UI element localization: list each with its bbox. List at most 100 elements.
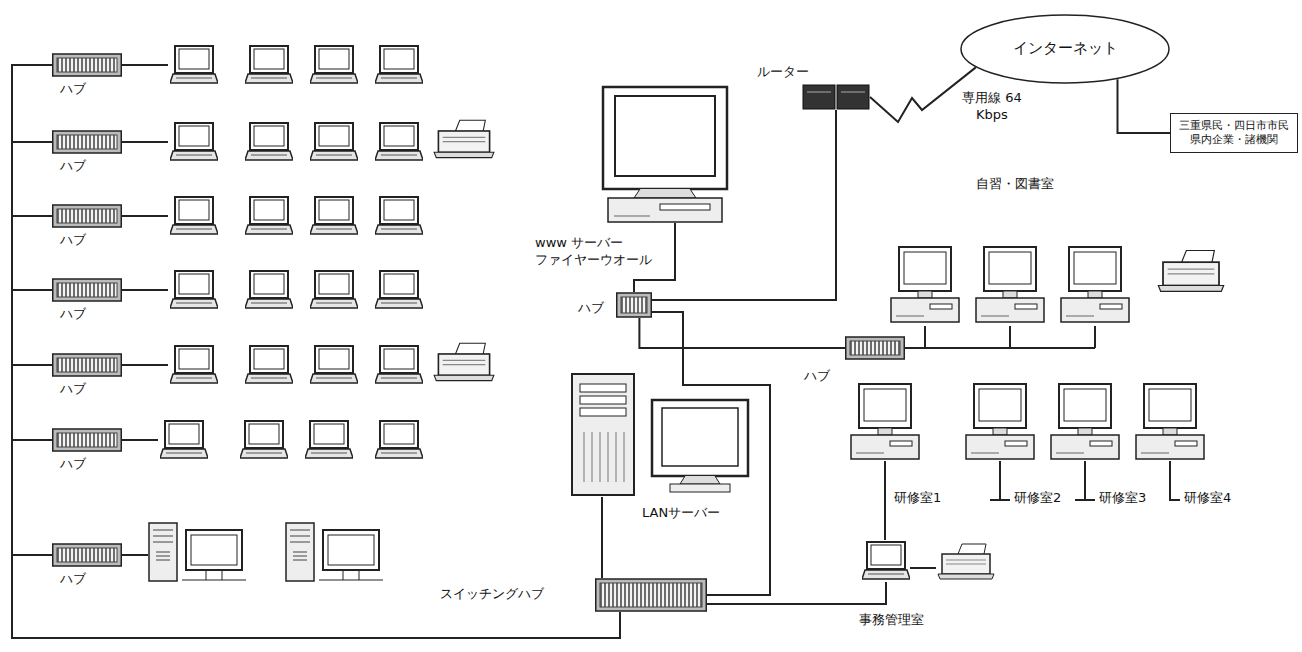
switch-node: スイッチングハブ [440, 578, 710, 618]
laptop [375, 346, 423, 383]
network-cable [601, 497, 603, 578]
network-cable [639, 318, 845, 348]
node-label: ハブ [60, 456, 86, 473]
room-label: 事務管理室 [858, 612, 925, 629]
laptop [170, 271, 218, 308]
network-cable [12, 142, 620, 638]
hub-device [52, 278, 122, 302]
desktop-computer [1061, 247, 1129, 322]
node-label: ハブ [60, 232, 86, 249]
desktop-computer [966, 384, 1034, 459]
network-cable [652, 312, 770, 595]
www-server-monitor [600, 85, 730, 223]
laptop [160, 421, 208, 458]
hub-laptop-wires [122, 65, 168, 555]
node-label: www サーバー ファイヤーウオール [535, 235, 660, 269]
room-label: 自習・図書室 [975, 176, 1055, 193]
hub-node: ハブ [52, 353, 127, 400]
node-label: LANサーバー [642, 505, 720, 522]
desktop-computer [976, 247, 1044, 322]
laptop [375, 46, 423, 83]
switching-hub-device [595, 578, 707, 612]
laptop [245, 346, 293, 383]
network-cable [12, 365, 620, 638]
laptop-rows [149, 46, 494, 581]
laptop [170, 123, 218, 160]
laptop [375, 271, 423, 308]
desktop-tower [149, 523, 246, 581]
hub-device [52, 204, 122, 228]
study-room-wires [905, 326, 1095, 348]
laptop [170, 46, 218, 83]
lan-node: LANサーバー [570, 372, 755, 530]
laptop [375, 123, 423, 160]
hub-device [845, 336, 905, 360]
laptop [170, 197, 218, 234]
laptop [245, 271, 293, 308]
laptop [245, 197, 293, 234]
hub-node: ハブ [52, 53, 127, 100]
laptop [375, 197, 423, 234]
laptop [245, 123, 293, 160]
network-cable [12, 290, 620, 638]
laptop [375, 421, 423, 458]
node-label: ハブ [60, 571, 86, 588]
hub-device [616, 292, 652, 318]
network-cable [12, 216, 620, 638]
laptop [310, 271, 358, 308]
monitor-node: www サーバー ファイヤーウオール [535, 85, 735, 285]
hub-node: ハブ [52, 428, 127, 475]
network-cable [1118, 79, 1171, 133]
room-label: 研修室4 [1183, 490, 1232, 507]
desktop-computer [1051, 384, 1119, 459]
study-room-computers [891, 247, 1224, 322]
room-label: 研修室1 [893, 490, 942, 507]
node-label: ハブ [60, 158, 86, 175]
laptop [310, 346, 358, 383]
laptop [240, 421, 288, 458]
node-label: ハブ [60, 381, 86, 398]
desktop-tower [286, 523, 383, 581]
node-label: 三重県民・四日市市民 県内企業・諸機関 [1176, 119, 1292, 148]
laptop [245, 46, 293, 83]
hub-device [52, 130, 122, 154]
hub-node: ハブ [52, 278, 127, 325]
hub-node: ハブ [52, 130, 127, 177]
training-room-wires [707, 461, 1180, 604]
node-label: ルーター [757, 64, 809, 81]
hub-device [52, 543, 122, 567]
hub-node: ハブ [578, 292, 654, 320]
room-label: 研修室2 [1013, 490, 1062, 507]
line-label: 専用線 64 Kbps [952, 90, 1032, 124]
network-cable [12, 440, 620, 638]
hub-node: ハブ [52, 543, 127, 590]
laptop [170, 346, 218, 383]
laptop [310, 123, 358, 160]
training-room-computers [851, 384, 1204, 579]
desktop-computer [851, 384, 919, 459]
laptop [310, 46, 358, 83]
room-label: 研修室3 [1098, 490, 1147, 507]
laptop [305, 421, 353, 458]
node-label: ハブ [60, 81, 86, 98]
printer [938, 544, 994, 579]
audience-box: 三重県民・四日市市民 県内企業・諸機関 [1170, 113, 1298, 153]
network-cable [12, 65, 620, 638]
desktop-computer [1136, 384, 1204, 459]
hub-device [52, 353, 122, 377]
printer [434, 120, 494, 157]
hub-device [52, 428, 122, 452]
node-label: スイッチングハブ [440, 586, 544, 603]
laptop [310, 197, 358, 234]
lan-server-machine [570, 372, 755, 497]
hub-device [52, 53, 122, 77]
laptop [862, 542, 910, 579]
node-label: ハブ [578, 300, 604, 317]
router-node: ルーター [757, 64, 872, 112]
internet-node: インターネット [960, 14, 1170, 84]
hub-node: ハブ [800, 336, 906, 388]
network-cable [12, 555, 620, 638]
hub-node: ハブ [52, 204, 127, 251]
printer [1158, 251, 1223, 292]
printer [434, 343, 494, 380]
